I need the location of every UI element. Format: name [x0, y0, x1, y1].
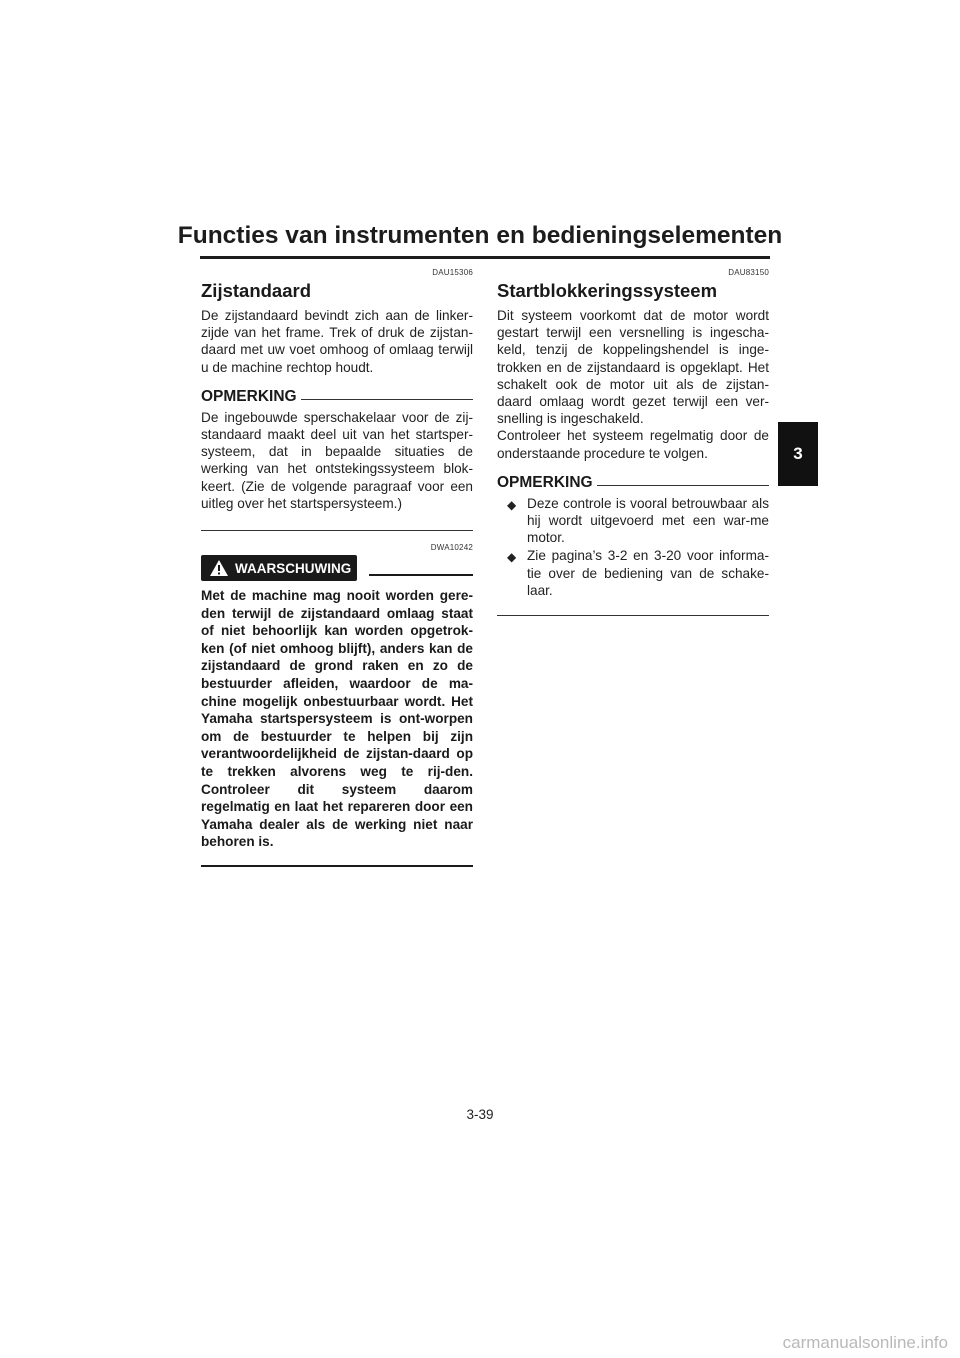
warning-header: WAARSCHUWING	[201, 555, 473, 582]
note-label: OPMERKING	[497, 473, 593, 491]
list-item-text: Deze controle is vooral betrouwbaar als …	[527, 495, 769, 546]
note-end-rule	[497, 615, 769, 617]
warning-label: WAARSCHUWING	[235, 560, 352, 576]
chapter-tab: 3	[778, 422, 818, 486]
section-intro: De zijstandaard bevindt zich aan de link…	[201, 308, 473, 375]
diamond-bullet-icon: ◆	[507, 550, 517, 565]
section-heading: Startblokkeringssysteem	[497, 280, 718, 301]
note-label: OPMERKING	[201, 387, 297, 405]
list-item-text: Zie pagina’s 3-2 en 3-20 voor informa-ti…	[527, 548, 769, 598]
section-code: DAU15306	[432, 268, 473, 277]
watermark: carmanualsonline.info	[782, 1333, 948, 1352]
note-bullet-list: ◆ Deze controle is vooral betrouwbaar al…	[497, 495, 769, 599]
note-header: OPMERKING	[201, 388, 473, 406]
page-number: 3-39	[466, 1107, 494, 1122]
warning-header-rule	[369, 574, 473, 577]
section-heading: Zijstandaard	[201, 280, 311, 301]
list-item: ◆ Zie pagina’s 3-2 en 3-20 voor informa-…	[497, 547, 769, 599]
note-text: De ingebouwde sperschakelaar voor de zij…	[201, 409, 473, 511]
note-end-rule	[201, 530, 473, 532]
warning-code: DWA10242	[430, 543, 473, 553]
note-header: OPMERKING	[497, 474, 769, 492]
warning-triangle-icon	[210, 560, 228, 577]
warning-text: Met de machine mag nooit worden gere-den…	[201, 588, 473, 850]
section-code: DAU83150	[728, 268, 769, 277]
warning-end-rule	[201, 864, 473, 867]
section-intro-2: Controleer het systeem regelmatig door d…	[497, 428, 769, 461]
left-column: DAU15306 Zijstandaard De zijstandaard be…	[201, 268, 473, 867]
diamond-bullet-icon: ◆	[507, 497, 517, 512]
right-column: DAU83150 Startblokkeringssysteem Dit sys…	[497, 268, 769, 617]
note-header-rule	[596, 485, 769, 487]
list-item: ◆ Deze controle is vooral betrouwbaar al…	[497, 495, 769, 547]
page-header-title: Functies van instrumenten en bedieningse…	[177, 222, 783, 249]
warning-badge: WAARSCHUWING	[201, 555, 358, 582]
section-intro: Dit systeem voorkomt dat de motor wordt …	[497, 308, 769, 427]
note-header-rule	[300, 399, 473, 401]
header-rule	[200, 256, 770, 259]
